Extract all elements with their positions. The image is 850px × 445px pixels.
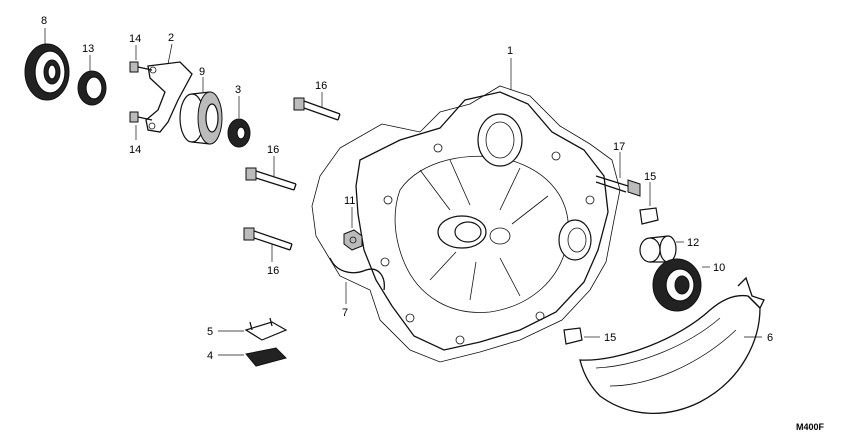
- part-bolt-17: [595, 152, 641, 197]
- callout-label: 6: [767, 332, 773, 344]
- part-needle-bearing-9: [179, 77, 223, 145]
- callout-label: 15: [604, 332, 616, 344]
- part-oil-seal-10: [652, 258, 710, 312]
- callout-label: 14: [129, 33, 141, 45]
- part-shield-6: [579, 276, 765, 414]
- part-dowel-15-lower: [563, 327, 600, 345]
- callout-label: 15: [644, 171, 656, 183]
- callout-label: 1: [507, 45, 513, 57]
- callout-label: 12: [687, 237, 699, 249]
- part-screw-14-bottom: [129, 111, 153, 140]
- callout-label: 3: [235, 84, 241, 96]
- callout-label: 9: [199, 66, 205, 78]
- part-nut-11: [343, 207, 363, 251]
- callout-label: 16: [315, 80, 327, 92]
- callout-label: 7: [342, 307, 348, 319]
- callout-label: 8: [41, 15, 47, 27]
- part-seal-13: [77, 55, 107, 106]
- part-clutch-housing-1: [311, 58, 621, 363]
- callout-label: 11: [344, 195, 355, 207]
- part-clip-5: [218, 317, 288, 341]
- callout-label: 17: [613, 141, 625, 153]
- callout-label: 16: [267, 144, 279, 156]
- part-bushing-12: [639, 235, 684, 263]
- part-pad-4: [218, 347, 287, 367]
- callout-label: 10: [713, 262, 725, 274]
- callout-label: 16: [267, 265, 279, 277]
- part-bolt-16-middle: [245, 156, 297, 191]
- callout-label: 13: [82, 43, 94, 55]
- part-tube-7: [329, 257, 385, 304]
- callout-label: 2: [168, 32, 174, 44]
- callout-label: 14: [129, 144, 141, 156]
- part-bolt-16-top: [293, 92, 341, 121]
- callout-label: 4: [207, 350, 213, 362]
- callout-label: 5: [207, 326, 213, 338]
- diagram-code: M400F: [796, 422, 825, 432]
- part-bearing-8: [24, 28, 70, 101]
- part-bolt-16-bottom: [243, 227, 293, 262]
- part-dowel-15-upper: [639, 182, 659, 225]
- part-washer-3: [227, 96, 251, 148]
- part-retainer-plate-2: [145, 43, 193, 133]
